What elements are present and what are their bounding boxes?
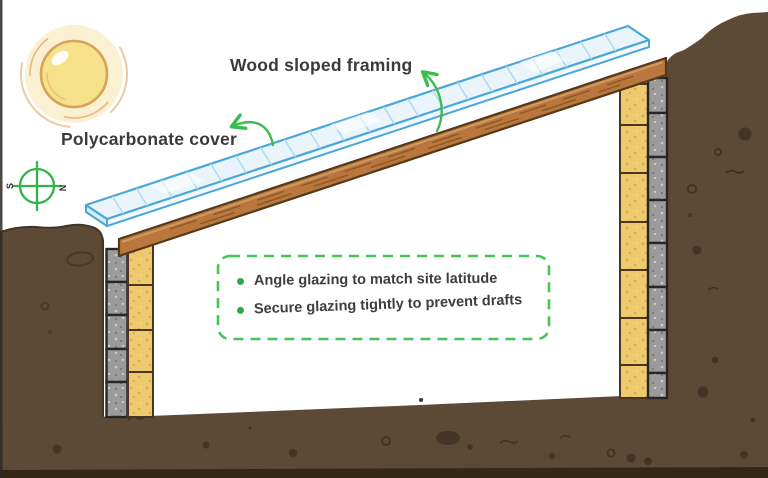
left-wall — [105, 240, 154, 419]
tips-box: Angle glazing to match site latitude Sec… — [218, 256, 549, 339]
glazing-panel — [84, 24, 651, 227]
left-wall-brick-column — [127, 240, 154, 418]
wood-beam — [117, 56, 668, 258]
right-wall — [619, 76, 669, 400]
soil-dark-strip — [0, 467, 768, 478]
soil-bottom — [0, 391, 768, 478]
compass-icon — [11, 160, 63, 212]
screen-edge-line — [0, 0, 3, 478]
right-wall-stone-column — [646, 76, 669, 400]
wood-framing-label: Wood sloped framing — [230, 55, 413, 75]
tip-text: Secure glazing tightly to prevent drafts — [253, 292, 523, 318]
soil-right — [664, 12, 768, 432]
right-wall-brick-column — [619, 83, 649, 399]
compass-south-label: S — [5, 183, 15, 190]
soil-left — [0, 223, 104, 433]
compass-north-label: N — [58, 184, 68, 192]
curved-arrow-icon — [420, 70, 443, 133]
annotation-arrows — [229, 70, 443, 147]
bullet-dot-icon — [236, 277, 245, 285]
left-wall-stone-column — [105, 247, 129, 419]
tip-text: Angle glazing to match site latitude — [253, 270, 498, 289]
tip-item: Angle glazing to match site latitude — [236, 270, 498, 289]
bullet-dot-icon — [236, 306, 245, 314]
curved-arrow-icon — [229, 113, 275, 147]
sun-icon — [19, 19, 128, 128]
tip-item: Secure glazing tightly to prevent drafts — [236, 292, 523, 318]
tips-box-border — [216, 254, 551, 341]
soil-mass — [0, 12, 768, 478]
polycarbonate-label: Polycarbonate cover — [61, 129, 237, 149]
